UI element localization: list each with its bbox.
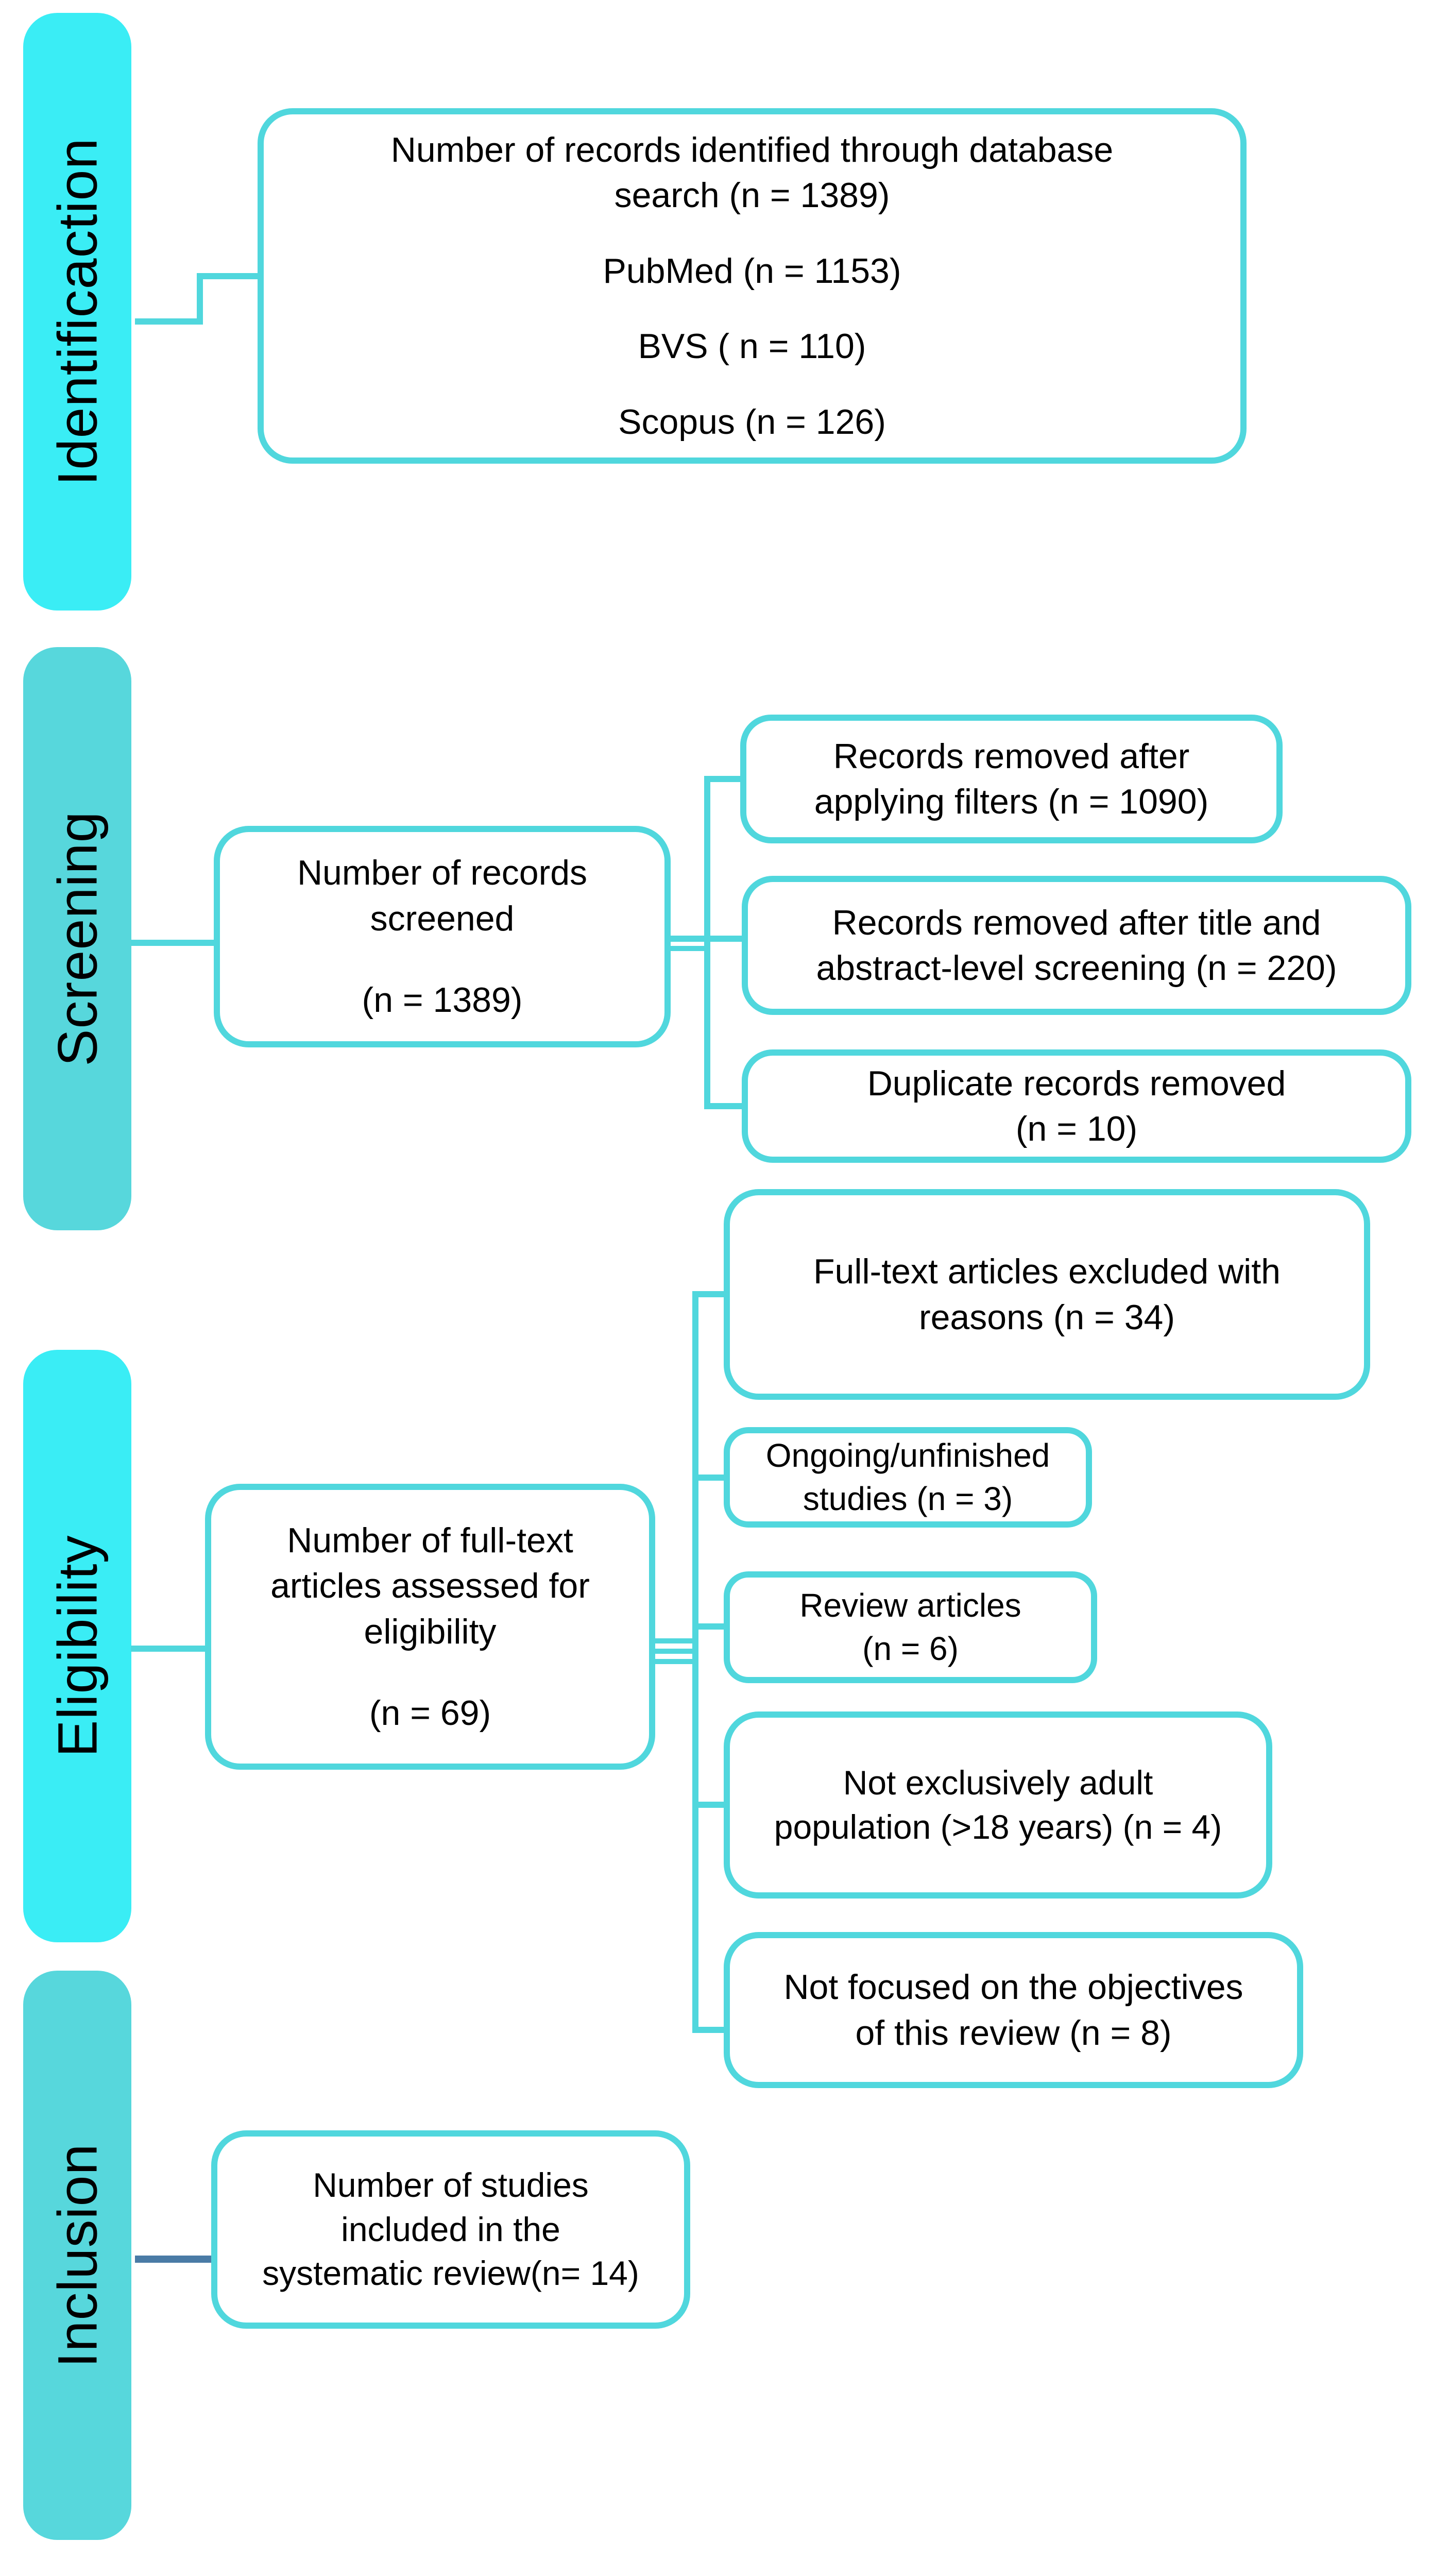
connector-eligibility-triple-line-1 bbox=[655, 1638, 694, 1643]
stage-label-eligibility-text: Eligibility bbox=[46, 1535, 109, 1757]
flow-box-not-focused: Not focused on the objectives of this re… bbox=[724, 1932, 1303, 2088]
flow-box-studies-included: Number of studies included in the system… bbox=[211, 2130, 690, 2329]
connector-screening-label-to-box bbox=[131, 940, 214, 946]
records-screened-count: (n = 1389) bbox=[362, 980, 523, 1020]
flow-box-records-screened: Number of records screened (n = 1389) bbox=[214, 826, 671, 1047]
connector-identification-vertical-step bbox=[197, 273, 203, 325]
connector-eligibility-stub-review bbox=[692, 1623, 727, 1630]
connector-inclusion-label-to-box bbox=[135, 2256, 211, 2263]
stage-label-inclusion: Inclusion bbox=[23, 1971, 131, 2540]
stage-label-screening-text: Screening bbox=[46, 811, 109, 1066]
flow-box-removed-filters: Records removed after applying filters (… bbox=[740, 715, 1283, 843]
connector-screening-stub-filters bbox=[704, 776, 740, 782]
flow-box-not-adult-population: Not exclusively adult population (>18 ye… bbox=[724, 1711, 1272, 1899]
connector-eligibility-spine bbox=[692, 1291, 698, 2033]
stage-label-screening: Screening bbox=[23, 647, 131, 1230]
stage-label-identification: Identificaction bbox=[23, 13, 131, 611]
connector-screening-double-line-lower bbox=[671, 946, 710, 951]
connector-screening-spine bbox=[704, 776, 710, 1109]
flow-box-fulltext-excluded: Full-text articles excluded with reasons… bbox=[724, 1189, 1370, 1400]
fulltext-assessed-count: (n = 69) bbox=[369, 1693, 491, 1733]
connector-screening-stub-duplicates bbox=[704, 1103, 742, 1109]
fulltext-assessed-text: Number of full-text articles assessed fo… bbox=[270, 1520, 590, 1651]
flow-box-duplicates-removed: Duplicate records removed (n = 10) bbox=[742, 1049, 1411, 1163]
connector-eligibility-stub-population bbox=[692, 1802, 724, 1808]
connector-eligibility-stub-notfocused bbox=[692, 2027, 724, 2033]
records-identified-title: Number of records identified through dat… bbox=[390, 130, 1114, 215]
connector-eligibility-label-to-box bbox=[131, 1646, 205, 1652]
connector-eligibility-stub-ongoing bbox=[692, 1475, 724, 1481]
source-bvs: BVS ( n = 110) bbox=[638, 327, 866, 366]
flow-box-removed-title-abstract: Records removed after title and abstract… bbox=[742, 876, 1411, 1015]
flow-box-review-articles: Review articles (n = 6) bbox=[724, 1571, 1097, 1683]
source-scopus: Scopus (n = 126) bbox=[618, 402, 886, 442]
connector-identification-horizontal-upper bbox=[197, 273, 258, 279]
source-pubmed: PubMed (n = 1153) bbox=[603, 251, 901, 291]
flow-box-fulltext-assessed: Number of full-text articles assessed fo… bbox=[205, 1484, 655, 1770]
connector-eligibility-triple-line-2 bbox=[655, 1649, 694, 1654]
flow-box-records-identified: Number of records identified through dat… bbox=[258, 108, 1247, 464]
connector-eligibility-triple-line-3 bbox=[655, 1659, 694, 1664]
stage-label-identification-text: Identificaction bbox=[46, 138, 109, 486]
stage-label-eligibility: Eligibility bbox=[23, 1350, 131, 1942]
stage-label-inclusion-text: Inclusion bbox=[46, 2143, 109, 2368]
connector-identification-horizontal-lower bbox=[135, 318, 202, 325]
flow-box-ongoing-studies: Ongoing/unfinished studies (n = 3) bbox=[724, 1427, 1092, 1528]
records-screened-text: Number of records screened bbox=[297, 853, 588, 938]
connector-eligibility-stub-excluded bbox=[692, 1291, 724, 1297]
